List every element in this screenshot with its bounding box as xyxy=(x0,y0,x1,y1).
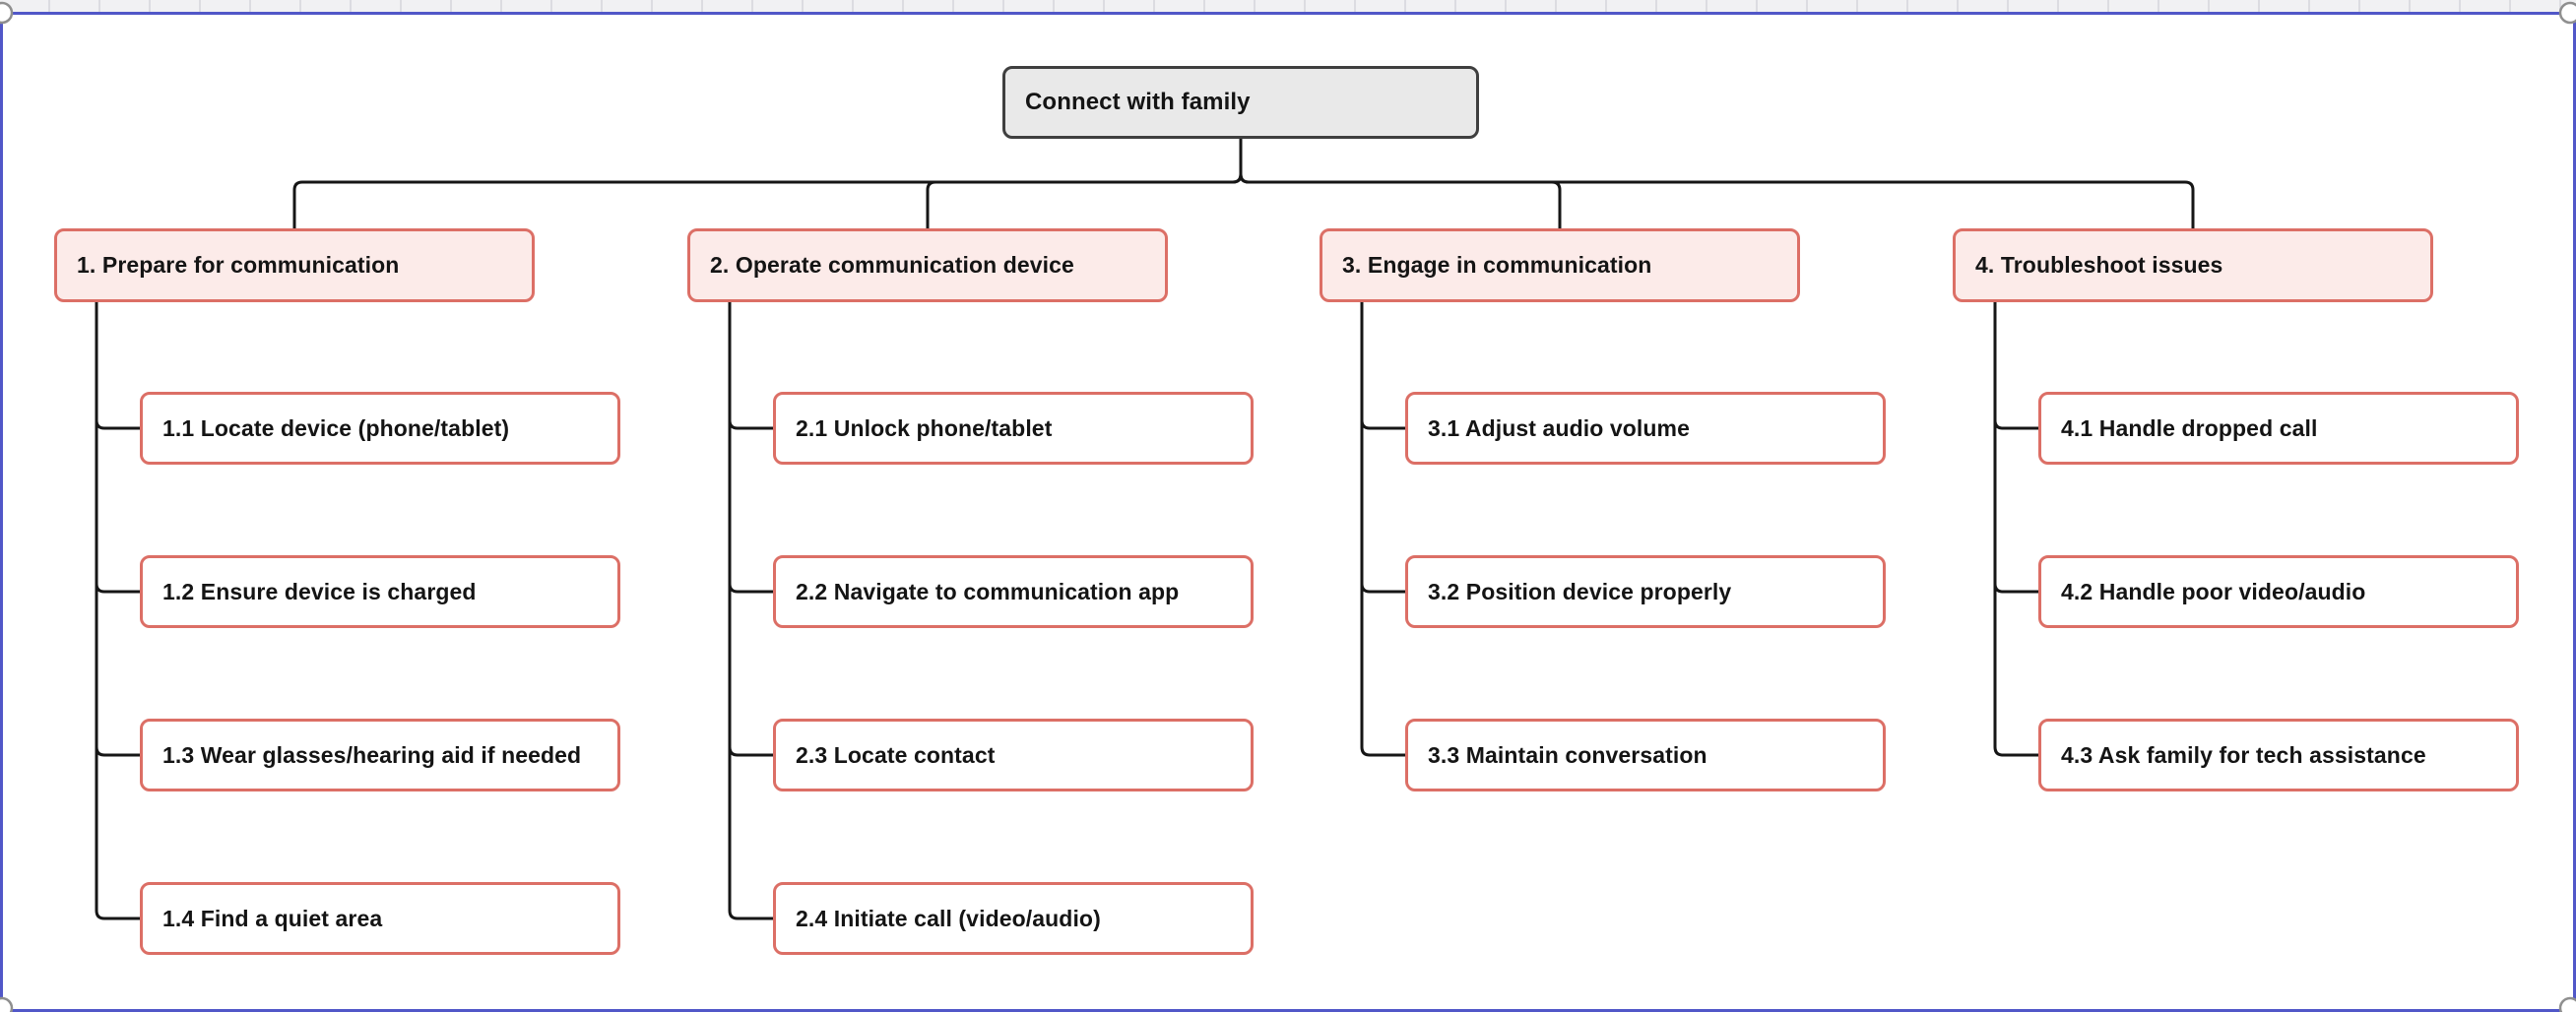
connector-group2-task2 xyxy=(728,301,774,594)
task-node-2-1[interactable]: 2.1 Unlock phone/tablet xyxy=(773,392,1254,465)
group-node-2-label: 2. Operate communication device xyxy=(710,252,1074,278)
connector-group3-task1 xyxy=(1360,301,1406,430)
group-node-3[interactable]: 3. Engage in communication xyxy=(1320,228,1800,302)
selection-frame xyxy=(0,12,2576,1012)
connector-group2-task4 xyxy=(728,301,774,920)
task-node-4-1-label: 4.1 Handle dropped call xyxy=(2061,414,2318,441)
task-node-1-3[interactable]: 1.3 Wear glasses/hearing aid if needed xyxy=(140,719,620,791)
connector-root-group3 xyxy=(1239,139,1562,229)
canvas-top-ruler xyxy=(0,0,2576,12)
connector-group3-task2 xyxy=(1360,301,1406,594)
group-node-4-label: 4. Troubleshoot issues xyxy=(1975,252,2223,278)
task-node-4-2[interactable]: 4.2 Handle poor video/audio xyxy=(2038,555,2519,628)
task-node-1-1[interactable]: 1.1 Locate device (phone/tablet) xyxy=(140,392,620,465)
task-node-1-2[interactable]: 1.2 Ensure device is charged xyxy=(140,555,620,628)
group-node-2[interactable]: 2. Operate communication device xyxy=(687,228,1168,302)
connector-group4-task1 xyxy=(1993,301,2039,430)
root-node[interactable]: Connect with family xyxy=(1002,66,1479,139)
task-node-3-1[interactable]: 3.1 Adjust audio volume xyxy=(1405,392,1886,465)
connector-root-group2 xyxy=(926,139,1243,229)
connector-group1-task3 xyxy=(95,301,141,757)
task-node-1-2-label: 1.2 Ensure device is charged xyxy=(162,578,477,604)
task-node-3-2[interactable]: 3.2 Position device properly xyxy=(1405,555,1886,628)
task-node-3-2-label: 3.2 Position device properly xyxy=(1428,578,1732,604)
task-node-2-4[interactable]: 2.4 Initiate call (video/audio) xyxy=(773,882,1254,955)
group-node-4[interactable]: 4. Troubleshoot issues xyxy=(1953,228,2433,302)
task-node-3-1-label: 3.1 Adjust audio volume xyxy=(1428,414,1690,441)
task-node-2-1-label: 2.1 Unlock phone/tablet xyxy=(796,414,1053,441)
task-node-3-3[interactable]: 3.3 Maintain conversation xyxy=(1405,719,1886,791)
connector-group1-task4 xyxy=(95,301,141,920)
connector-root-group1 xyxy=(292,139,1243,229)
root-node-label: Connect with family xyxy=(1025,89,1251,115)
group-node-1[interactable]: 1. Prepare for communication xyxy=(54,228,535,302)
task-node-2-4-label: 2.4 Initiate call (video/audio) xyxy=(796,905,1101,931)
task-node-3-3-label: 3.3 Maintain conversation xyxy=(1428,741,1707,768)
task-node-2-3[interactable]: 2.3 Locate contact xyxy=(773,719,1254,791)
task-node-4-2-label: 4.2 Handle poor video/audio xyxy=(2061,578,2366,604)
task-node-4-1[interactable]: 4.1 Handle dropped call xyxy=(2038,392,2519,465)
connector-group4-task2 xyxy=(1993,301,2039,594)
connector-root-group4 xyxy=(1239,139,2195,229)
connector-group1-task1 xyxy=(95,301,141,430)
task-node-2-3-label: 2.3 Locate contact xyxy=(796,741,996,768)
task-node-4-3-label: 4.3 Ask family for tech assistance xyxy=(2061,741,2426,768)
connector-group2-task1 xyxy=(728,301,774,430)
task-node-4-3[interactable]: 4.3 Ask family for tech assistance xyxy=(2038,719,2519,791)
task-node-1-4-label: 1.4 Find a quiet area xyxy=(162,905,383,931)
group-node-1-label: 1. Prepare for communication xyxy=(77,252,400,278)
connector-group2-task3 xyxy=(728,301,774,757)
task-node-2-2-label: 2.2 Navigate to communication app xyxy=(796,578,1180,604)
task-node-2-2[interactable]: 2.2 Navigate to communication app xyxy=(773,555,1254,628)
task-node-1-1-label: 1.1 Locate device (phone/tablet) xyxy=(162,414,510,441)
task-node-1-3-label: 1.3 Wear glasses/hearing aid if needed xyxy=(162,741,582,768)
connector-group1-task2 xyxy=(95,301,141,594)
connector-group3-task3 xyxy=(1360,301,1406,757)
group-node-3-label: 3. Engage in communication xyxy=(1342,252,1652,278)
task-node-1-4[interactable]: 1.4 Find a quiet area xyxy=(140,882,620,955)
connector-group4-task3 xyxy=(1993,301,2039,757)
